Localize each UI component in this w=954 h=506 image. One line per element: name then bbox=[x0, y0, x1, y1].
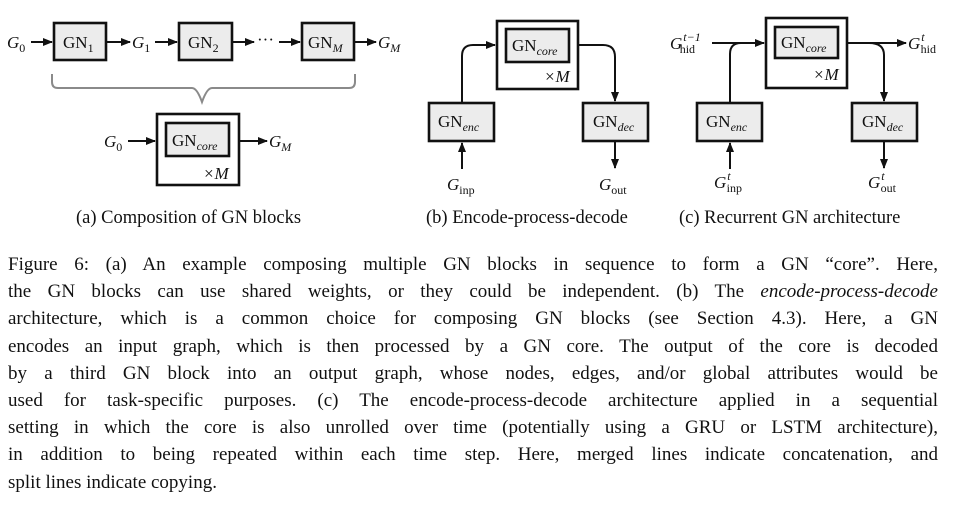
panel-a: G0 GN1 G1 GN2 ··· GNM GM G0 GNcore ×M GM… bbox=[7, 21, 401, 228]
gn2-label: GN2 bbox=[188, 33, 219, 55]
b-gn-dec-label: GNdec bbox=[593, 112, 635, 134]
c-gn-dec-block bbox=[850, 101, 919, 143]
caption-line: Figure 6: (a) An example composing multi… bbox=[8, 254, 938, 275]
label-core-gm: GM bbox=[269, 132, 292, 154]
caption-line: split lines indicate copying. bbox=[8, 471, 217, 493]
caption-c: (c) Recurrent GN architecture bbox=[679, 208, 900, 228]
caption-a: (a) Composition of GN blocks bbox=[76, 208, 301, 228]
label-g0: G0 bbox=[7, 33, 25, 55]
label-gm: GM bbox=[378, 33, 401, 55]
gnm-label: GNM bbox=[308, 33, 344, 55]
gn1-block bbox=[52, 21, 108, 62]
grouping-brace bbox=[51, 74, 356, 105]
caption-line: by a third GN block into an output graph… bbox=[8, 362, 938, 384]
b-gn-core-block bbox=[504, 27, 571, 64]
gn-core-block bbox=[164, 121, 231, 158]
b-gn-enc-block bbox=[427, 101, 496, 143]
caption-line: setting in which the core is also unroll… bbox=[8, 417, 938, 439]
caption-emphasis: encode-process-decode bbox=[760, 281, 938, 303]
b-label-out: Gout bbox=[599, 175, 627, 197]
figure-diagram: G0 GN1 G1 GN2 ··· GNM GM G0 GNcore ×M GM… bbox=[7, 16, 936, 228]
caption-line: in addition to being repeated within eac… bbox=[8, 444, 938, 466]
b-gn-dec-block bbox=[581, 101, 650, 143]
c-gn-enc-block bbox=[695, 101, 764, 143]
b-arrow-core-dec bbox=[579, 44, 619, 102]
label-g1: G1 bbox=[132, 33, 150, 55]
c-arrow-enc-merge bbox=[729, 42, 750, 102]
b-gn-core-label: GNcore bbox=[512, 36, 558, 58]
c-gn-core-label: GNcore bbox=[781, 33, 827, 55]
c-gn-dec-label: GNdec bbox=[862, 112, 904, 134]
c-arrow-split-dec bbox=[868, 42, 888, 102]
label-core-g0: G0 bbox=[104, 132, 122, 154]
gnm-block bbox=[300, 21, 356, 62]
c-gn-enc-label: GNenc bbox=[706, 112, 748, 134]
gn1-label: GN1 bbox=[63, 33, 94, 55]
caption-b: (b) Encode-process-decode bbox=[426, 208, 628, 228]
b-arrow-enc-core bbox=[461, 41, 496, 102]
gn-core-label: GNcore bbox=[172, 131, 218, 153]
gn2-block bbox=[177, 21, 234, 62]
b-label-inp: Ginp bbox=[447, 175, 475, 197]
caption-line: encodes an input graph, which is then pr… bbox=[8, 335, 938, 357]
c-gn-core-block bbox=[773, 25, 840, 60]
figure-caption: Figure 6: (a) An example composing multi… bbox=[8, 251, 938, 496]
b-gn-enc-label: GNenc bbox=[438, 112, 480, 134]
panel-b: GNcore ×M GNenc GNdec Ginp Gout (b) Enco… bbox=[426, 19, 650, 228]
c-repeat-label: ×M bbox=[813, 65, 839, 84]
repeat-label: ×M bbox=[203, 164, 229, 183]
ellipsis: ··· bbox=[257, 30, 274, 49]
caption-line: the GN blocks can use shared weights, or… bbox=[8, 281, 938, 303]
caption-line: architecture, which is a common choice f… bbox=[8, 308, 938, 330]
caption-line: used for task-specific purposes. (c) The… bbox=[8, 390, 938, 412]
b-repeat-label: ×M bbox=[544, 67, 570, 86]
